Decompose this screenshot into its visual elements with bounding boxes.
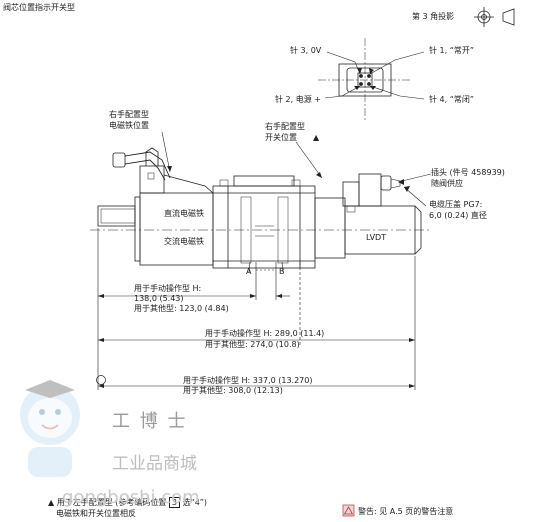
right-switch-label-2: 开关位置 bbox=[265, 133, 297, 142]
reference-mark-icon bbox=[96, 375, 106, 385]
dim1-line2: 138,0 (5.43) bbox=[134, 294, 184, 303]
port-b-label: B bbox=[279, 267, 285, 276]
footer-note-box: 3 bbox=[168, 497, 180, 508]
right-switch-label-1: 右手配置型 bbox=[265, 122, 305, 131]
dim3-line1: 用于手动操作型 H: 337,0 (13.270) bbox=[183, 376, 313, 385]
dimension-lines bbox=[97, 228, 416, 390]
footer-warning: 警告: 见 A.5 页的警告注意 bbox=[358, 507, 454, 516]
watermark-url: gongboshi.com bbox=[62, 487, 200, 508]
footer-note: ▲ 用于左手配置型 (参考编码位置 3 选“4”) bbox=[48, 497, 207, 508]
pin4-label: 针 4, “常闭” bbox=[429, 95, 475, 104]
footer-note-suffix: 选“4”) bbox=[182, 498, 208, 507]
dim2-line2: 用于其他型: 274,0 (10.8) bbox=[205, 340, 300, 349]
watermark-subtitle: 工业品商城 bbox=[112, 454, 197, 474]
dim1-line3: 用于其他型: 123,0 (4.84) bbox=[134, 304, 229, 313]
callout-leaders bbox=[161, 131, 432, 273]
ac-solenoid-label: 交流电磁铁 bbox=[164, 237, 204, 246]
warning-icon bbox=[342, 504, 355, 517]
pin2-label: 针 2, 电源 + bbox=[275, 95, 321, 104]
plug-label-2: 随阀供应 bbox=[431, 179, 463, 188]
dc-solenoid-label: 直流电磁铁 bbox=[164, 209, 204, 218]
valve-body bbox=[90, 147, 430, 269]
dim2-line1: 用于手动操作型 H: 289,0 (11.4) bbox=[205, 329, 325, 338]
dim3-line2: 用于其他型: 308,0 (12.13) bbox=[183, 386, 283, 395]
footer-note-prefix: ▲ 用于左手配置型 (参考编码位置 bbox=[48, 498, 167, 507]
right-solenoid-label-1: 右手配置型 bbox=[109, 110, 149, 119]
dimension-arrows bbox=[98, 68, 415, 388]
cable-label-2: 6,0 (0.24) 直径 bbox=[429, 211, 487, 220]
pin3-label: 针 3, 0V bbox=[290, 46, 322, 55]
mascot-watermark-icon bbox=[20, 380, 80, 477]
projection-label: 第 3 角投影 bbox=[412, 12, 455, 21]
lvdt-label: LVDT bbox=[366, 233, 387, 242]
warning-mark: ▲ bbox=[313, 133, 320, 142]
right-solenoid-label-2: 电磁铁位置 bbox=[109, 121, 149, 130]
cable-label-1: 电缆压盖 PG7: bbox=[429, 200, 483, 209]
plug-label-1: 插头 (件号 458939) bbox=[431, 168, 505, 177]
pin1-label: 针 1, “常开” bbox=[429, 46, 475, 55]
connector-pinout bbox=[318, 38, 425, 122]
dim1-line1: 用于手动操作型 H: bbox=[134, 284, 202, 293]
footer-note-line2: 电磁铁和开关位置相反 bbox=[56, 509, 136, 518]
page-title: 阀芯位置指示开关型 bbox=[3, 3, 75, 12]
projection-symbol-icon bbox=[474, 7, 515, 27]
port-a-label: A bbox=[246, 267, 252, 276]
watermark-brand: 工 博 士 bbox=[112, 411, 188, 432]
